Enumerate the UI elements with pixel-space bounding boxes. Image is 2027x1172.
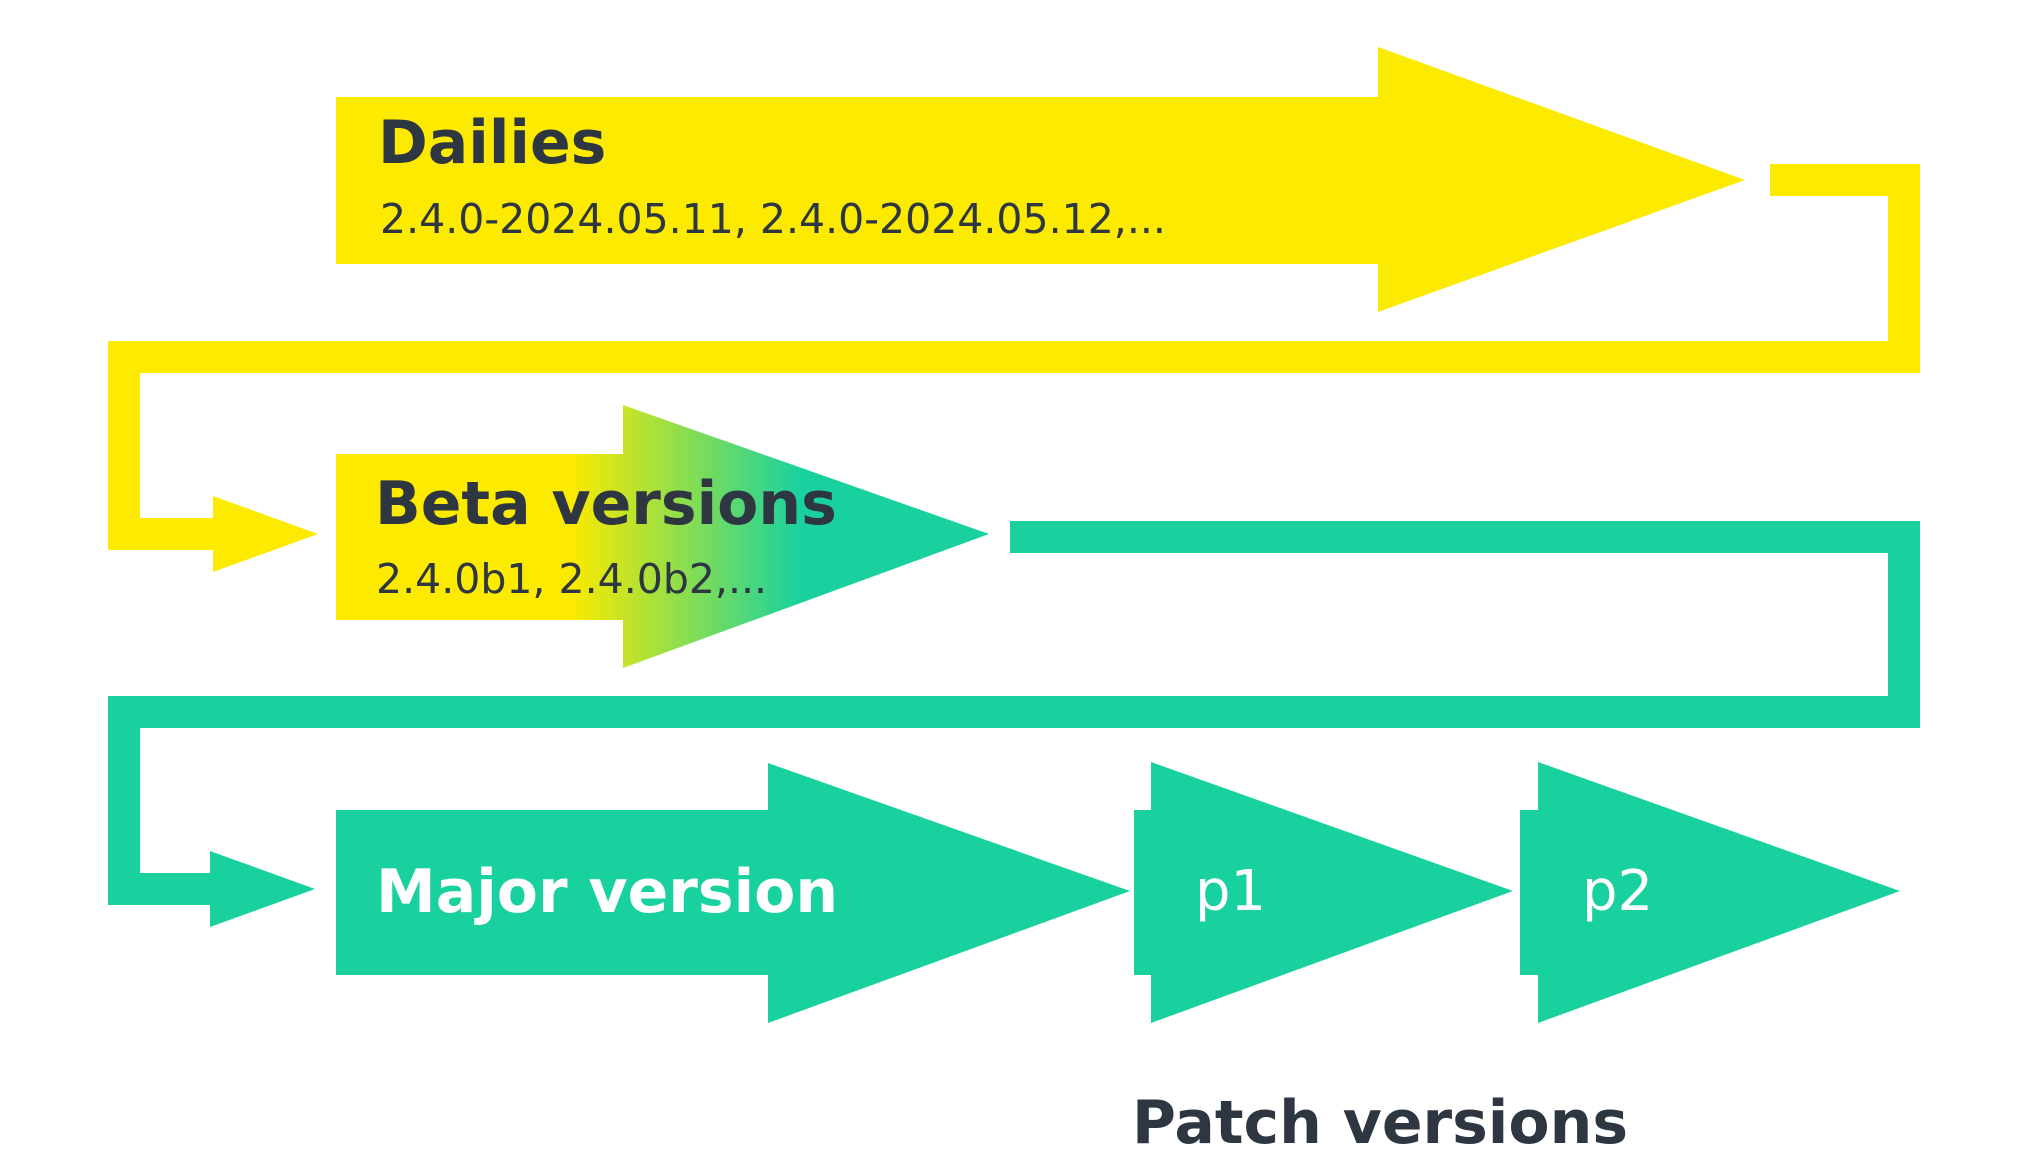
beta-title: Beta versions: [375, 469, 837, 539]
major-version-arrow: [336, 763, 1130, 1023]
beta-arrow: [336, 405, 989, 668]
beta-to-major-arrowhead: [210, 851, 315, 927]
beta-examples: 2.4.0b1, 2.4.0b2,...: [376, 555, 767, 603]
patch-p1-arrow: [1134, 762, 1513, 1023]
patch-p2-arrow: [1520, 762, 1900, 1023]
patch-versions-caption: Patch versions: [1132, 1088, 1628, 1158]
major-version-title: Major version: [376, 857, 838, 927]
dailies-to-beta-connector: [108, 164, 1920, 550]
dailies-to-beta-arrowhead: [213, 496, 318, 572]
dailies-arrow: [336, 47, 1745, 312]
dailies-title: Dailies: [378, 108, 606, 178]
dailies-examples: 2.4.0-2024.05.11, 2.4.0-2024.05.12,...: [380, 195, 1166, 243]
patch-p2-label: p2: [1582, 859, 1653, 924]
patch-p1-label: p1: [1195, 859, 1266, 924]
beta-to-major-connector: [108, 521, 1920, 905]
